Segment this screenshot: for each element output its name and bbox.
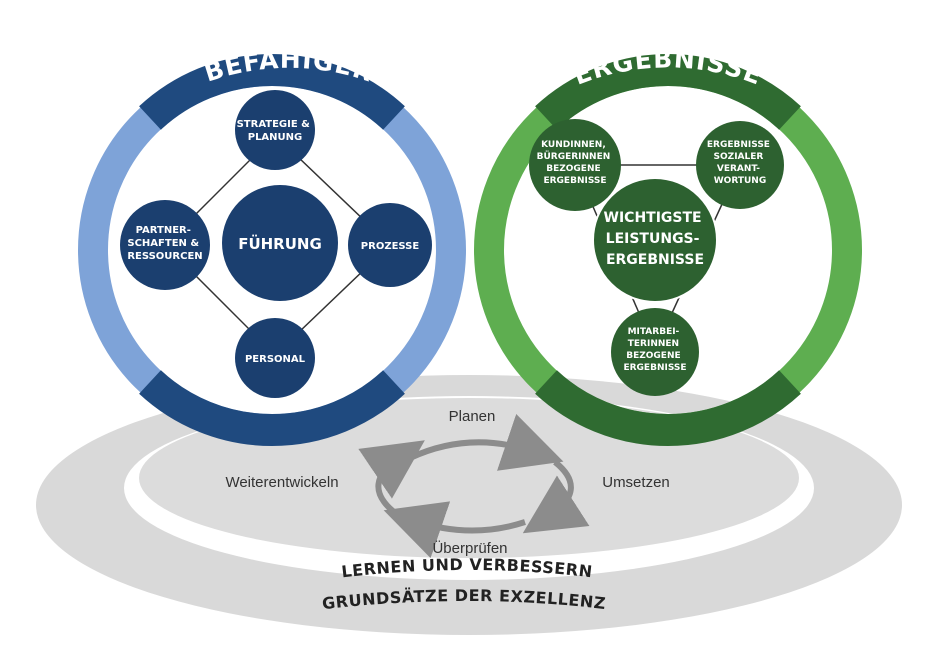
node-processes	[348, 203, 432, 287]
cycle-arrow-bottom	[383, 501, 526, 559]
results-nodes: KUNDINNEN, BÜRGERINNEN BEZOGENE ERGEBNIS…	[529, 119, 784, 396]
cycle-arrow-right	[522, 459, 590, 534]
node-processes-label: PROZESSE	[361, 241, 420, 252]
node-customer-results-label: KUNDINNEN, BÜRGERINNEN BEZOGENE ERGEBNIS…	[537, 140, 614, 186]
improvement-cycle	[358, 413, 590, 559]
node-partnerships-label: PARTNER- SCHAFTEN & RESSOURCEN	[127, 225, 202, 262]
node-social-results-label: ERGEBNISSE SOZIALER VERANT- WORTUNG	[707, 140, 773, 186]
node-customer-results	[529, 119, 621, 211]
cycle-arrow-left	[358, 440, 425, 515]
node-social-results	[696, 121, 784, 209]
node-partnerships	[120, 200, 210, 290]
cycle-label-review: Überprüfen	[432, 539, 507, 557]
node-employee-results-label: MITARBEI- TERINNEN BEZOGENE ERGEBNISSE	[623, 327, 686, 373]
enablers-nodes: STRATEGIE & PLANUNG PARTNER- SCHAFTEN & …	[120, 90, 432, 398]
cycle-label-develop: Weiterentwickeln	[225, 474, 338, 491]
node-employee-results	[611, 308, 699, 396]
cycle-label-plan: Planen	[449, 408, 496, 425]
node-key-results-label: WICHTIGSTE LEISTUNGS- ERGEBNISSE	[604, 210, 707, 268]
node-leadership	[222, 185, 338, 301]
node-strategy-label: STRATEGIE & PLANUNG	[237, 119, 314, 143]
node-key-results	[592, 177, 718, 303]
node-strategy	[235, 90, 315, 170]
node-leadership-label: FÜHRUNG	[238, 234, 322, 253]
node-personnel-label: PERSONAL	[245, 354, 306, 365]
node-personnel	[235, 318, 315, 398]
cycle-label-implement: Umsetzen	[602, 474, 670, 491]
